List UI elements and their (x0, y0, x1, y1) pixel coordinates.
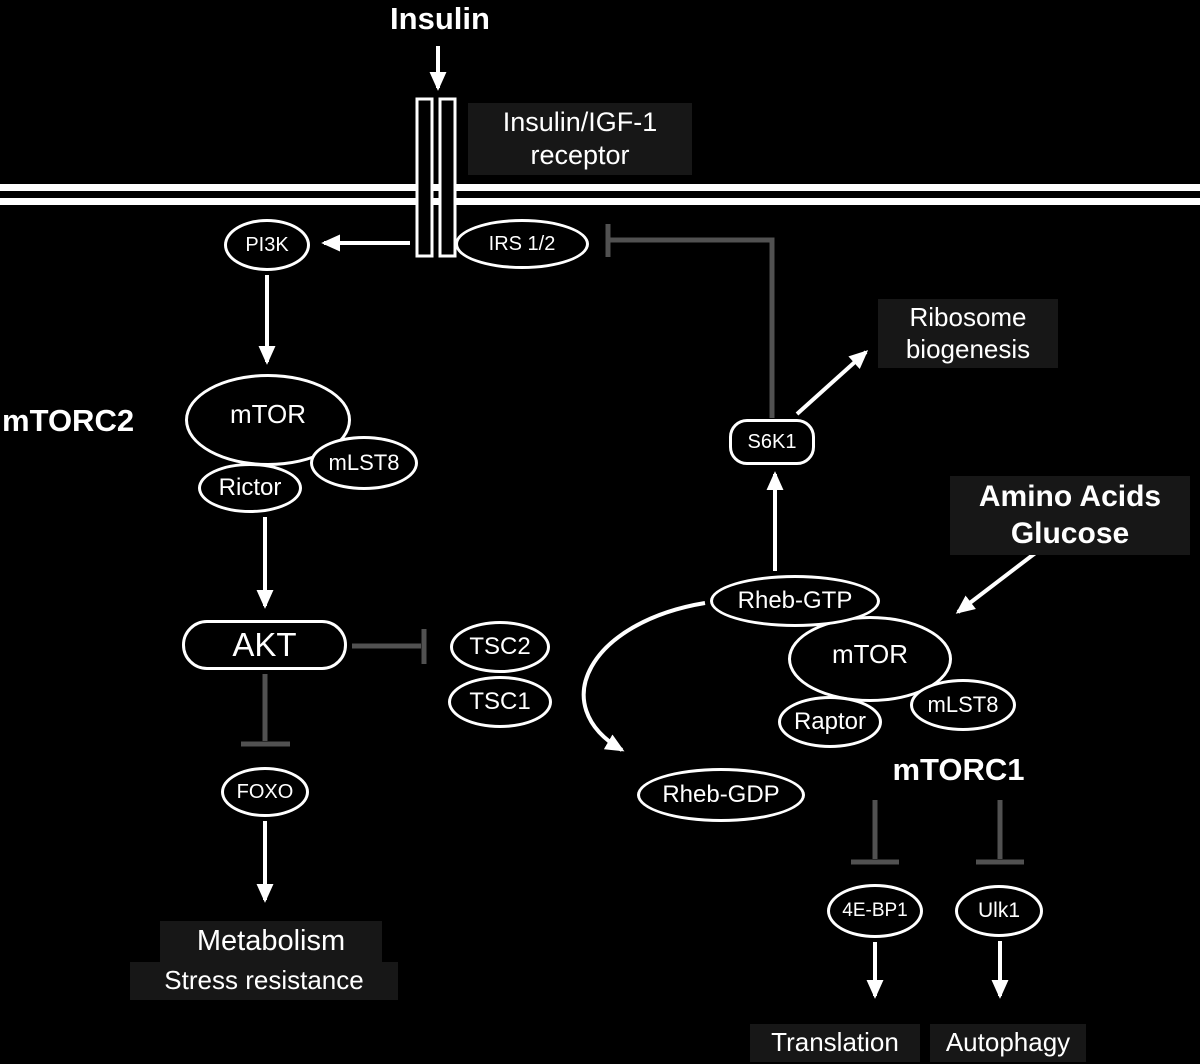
node-s6k1: S6K1 (729, 419, 815, 465)
insulin-label: Insulin (390, 1, 490, 36)
node-mtorc2-rictor: Rictor (198, 463, 302, 513)
amino-acids-glucose-label: Amino Acids Glucose (950, 476, 1190, 556)
receptor-bar-right (438, 97, 457, 258)
receptor-bar-left (415, 97, 434, 258)
node-irs12: IRS 1/2 (455, 219, 589, 269)
node-pi3k: PI3K (224, 219, 310, 271)
node-mtorc1-raptor: Raptor (778, 696, 882, 748)
node-akt: AKT (182, 620, 347, 670)
node-mtorc2-mlst8: mLST8 (310, 436, 418, 490)
node-rheb-gtp: Rheb-GTP (710, 575, 880, 627)
metabolism-label: Metabolism (160, 921, 382, 963)
inhibition-s6k1-to-irs (610, 237, 775, 418)
membrane-outer-line (0, 184, 1200, 191)
receptor-label-line2: receptor (530, 139, 630, 170)
ribosome-biogenesis-label: Ribosome biogenesis (878, 299, 1058, 369)
ribosome-label-line1: Ribosome (909, 302, 1027, 332)
amino-label-line1: Amino Acids (978, 480, 1162, 513)
autophagy-label: Autophagy (930, 1024, 1086, 1062)
node-tsc2: TSC2 (450, 621, 550, 673)
receptor-label-line1: Insulin/IGF-1 (502, 107, 658, 137)
translation-label: Translation (750, 1024, 920, 1062)
mtorc2-label: mTORC2 (2, 403, 135, 438)
ribosome-label-line2: biogenesis (905, 333, 1031, 364)
node-foxo: FOXO (221, 767, 309, 817)
node-ulk1: Ulk1 (955, 885, 1043, 937)
amino-label-line2: Glucose (1010, 516, 1130, 550)
arrow-s6k1-to-ribosome (795, 350, 869, 416)
node-mtorc1-mlst8: mLST8 (910, 679, 1016, 731)
receptor-label: Insulin/IGF-1 receptor (468, 103, 692, 175)
membrane-inner-line (0, 198, 1200, 205)
node-rheb-gdp: Rheb-GDP (637, 768, 805, 822)
node-4ebp1: 4E-BP1 (827, 884, 923, 938)
arrow-aminoacids-to-mtorc1 (955, 549, 1040, 614)
arrow-rhebgtp-to-rhebgdp-curve (581, 601, 706, 752)
stress-resistance-label: Stress resistance (130, 962, 398, 1000)
node-tsc1: TSC1 (448, 676, 552, 728)
mtorc1-label: mTORC1 (892, 752, 1025, 787)
